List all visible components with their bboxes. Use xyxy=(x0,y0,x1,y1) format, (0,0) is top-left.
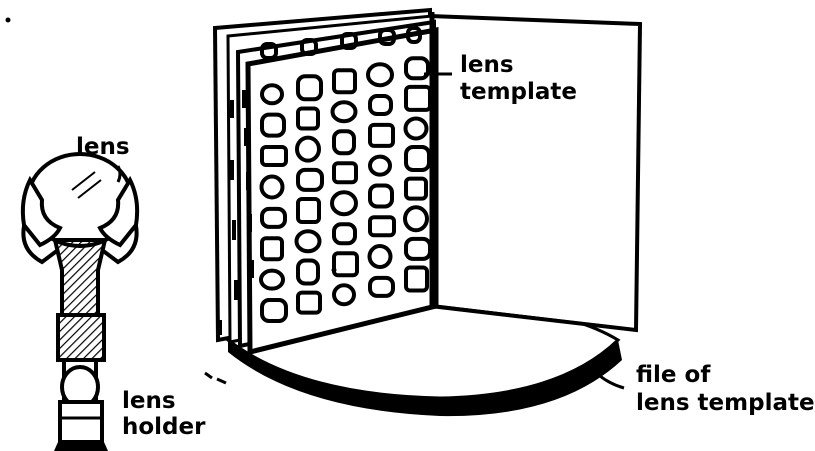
lens-cutout xyxy=(334,285,354,304)
lens-cutout xyxy=(406,118,427,138)
lens-cutout xyxy=(334,253,357,275)
lens-cutout xyxy=(262,238,282,259)
lens-cutout xyxy=(297,231,320,251)
lens-cutout xyxy=(298,199,319,222)
lens-cutout xyxy=(406,179,426,199)
lens-cutout xyxy=(298,293,320,313)
lens-cutout xyxy=(298,260,318,283)
lens-cutout xyxy=(370,185,392,206)
lens-cutout xyxy=(368,64,392,85)
lens-cutout xyxy=(406,239,430,259)
lens-cutout xyxy=(262,115,284,136)
lens-cutout xyxy=(262,300,286,321)
lens-cutout xyxy=(370,246,391,267)
lens-holder-label-line1: lens xyxy=(122,388,176,414)
lens-cutout xyxy=(333,102,356,121)
lens-cutout xyxy=(370,125,393,146)
lens-cutout xyxy=(332,192,356,214)
lens-cutout xyxy=(262,176,283,197)
lens-cutout xyxy=(262,85,282,103)
file-label-line1: file of xyxy=(636,362,711,388)
lens-cutout xyxy=(334,163,356,182)
lens-cutout xyxy=(334,224,355,243)
lens-holder-label-line2: holder xyxy=(122,414,206,440)
lens-cutout xyxy=(334,131,354,153)
lens-cutout xyxy=(298,108,318,128)
lens-cutout xyxy=(370,157,390,175)
file-label-line2: lens templates xyxy=(636,390,815,416)
lens-cutout xyxy=(298,76,321,99)
lens-cutout xyxy=(297,138,319,161)
lens-cutout xyxy=(261,271,283,289)
template-file-drawing xyxy=(215,10,640,416)
lens-cutout xyxy=(405,207,427,230)
lens-holder-drawing xyxy=(23,154,137,451)
lens-cutout xyxy=(334,70,355,92)
lens-cutout xyxy=(370,278,393,296)
mark-dot xyxy=(332,268,337,273)
lens-cutout xyxy=(370,217,394,235)
lens-cutout xyxy=(406,147,429,170)
lens-cutout xyxy=(406,267,427,290)
lens-cutout xyxy=(298,170,322,190)
lens-cutout xyxy=(370,96,391,114)
lens-cutout xyxy=(262,209,285,227)
lens-label: lens xyxy=(76,134,130,160)
lens-cutout xyxy=(406,87,430,110)
lens-template-label-line2: template xyxy=(460,79,577,105)
lens-cutout xyxy=(262,147,286,165)
lens-template-label-line1: lens xyxy=(460,52,514,78)
